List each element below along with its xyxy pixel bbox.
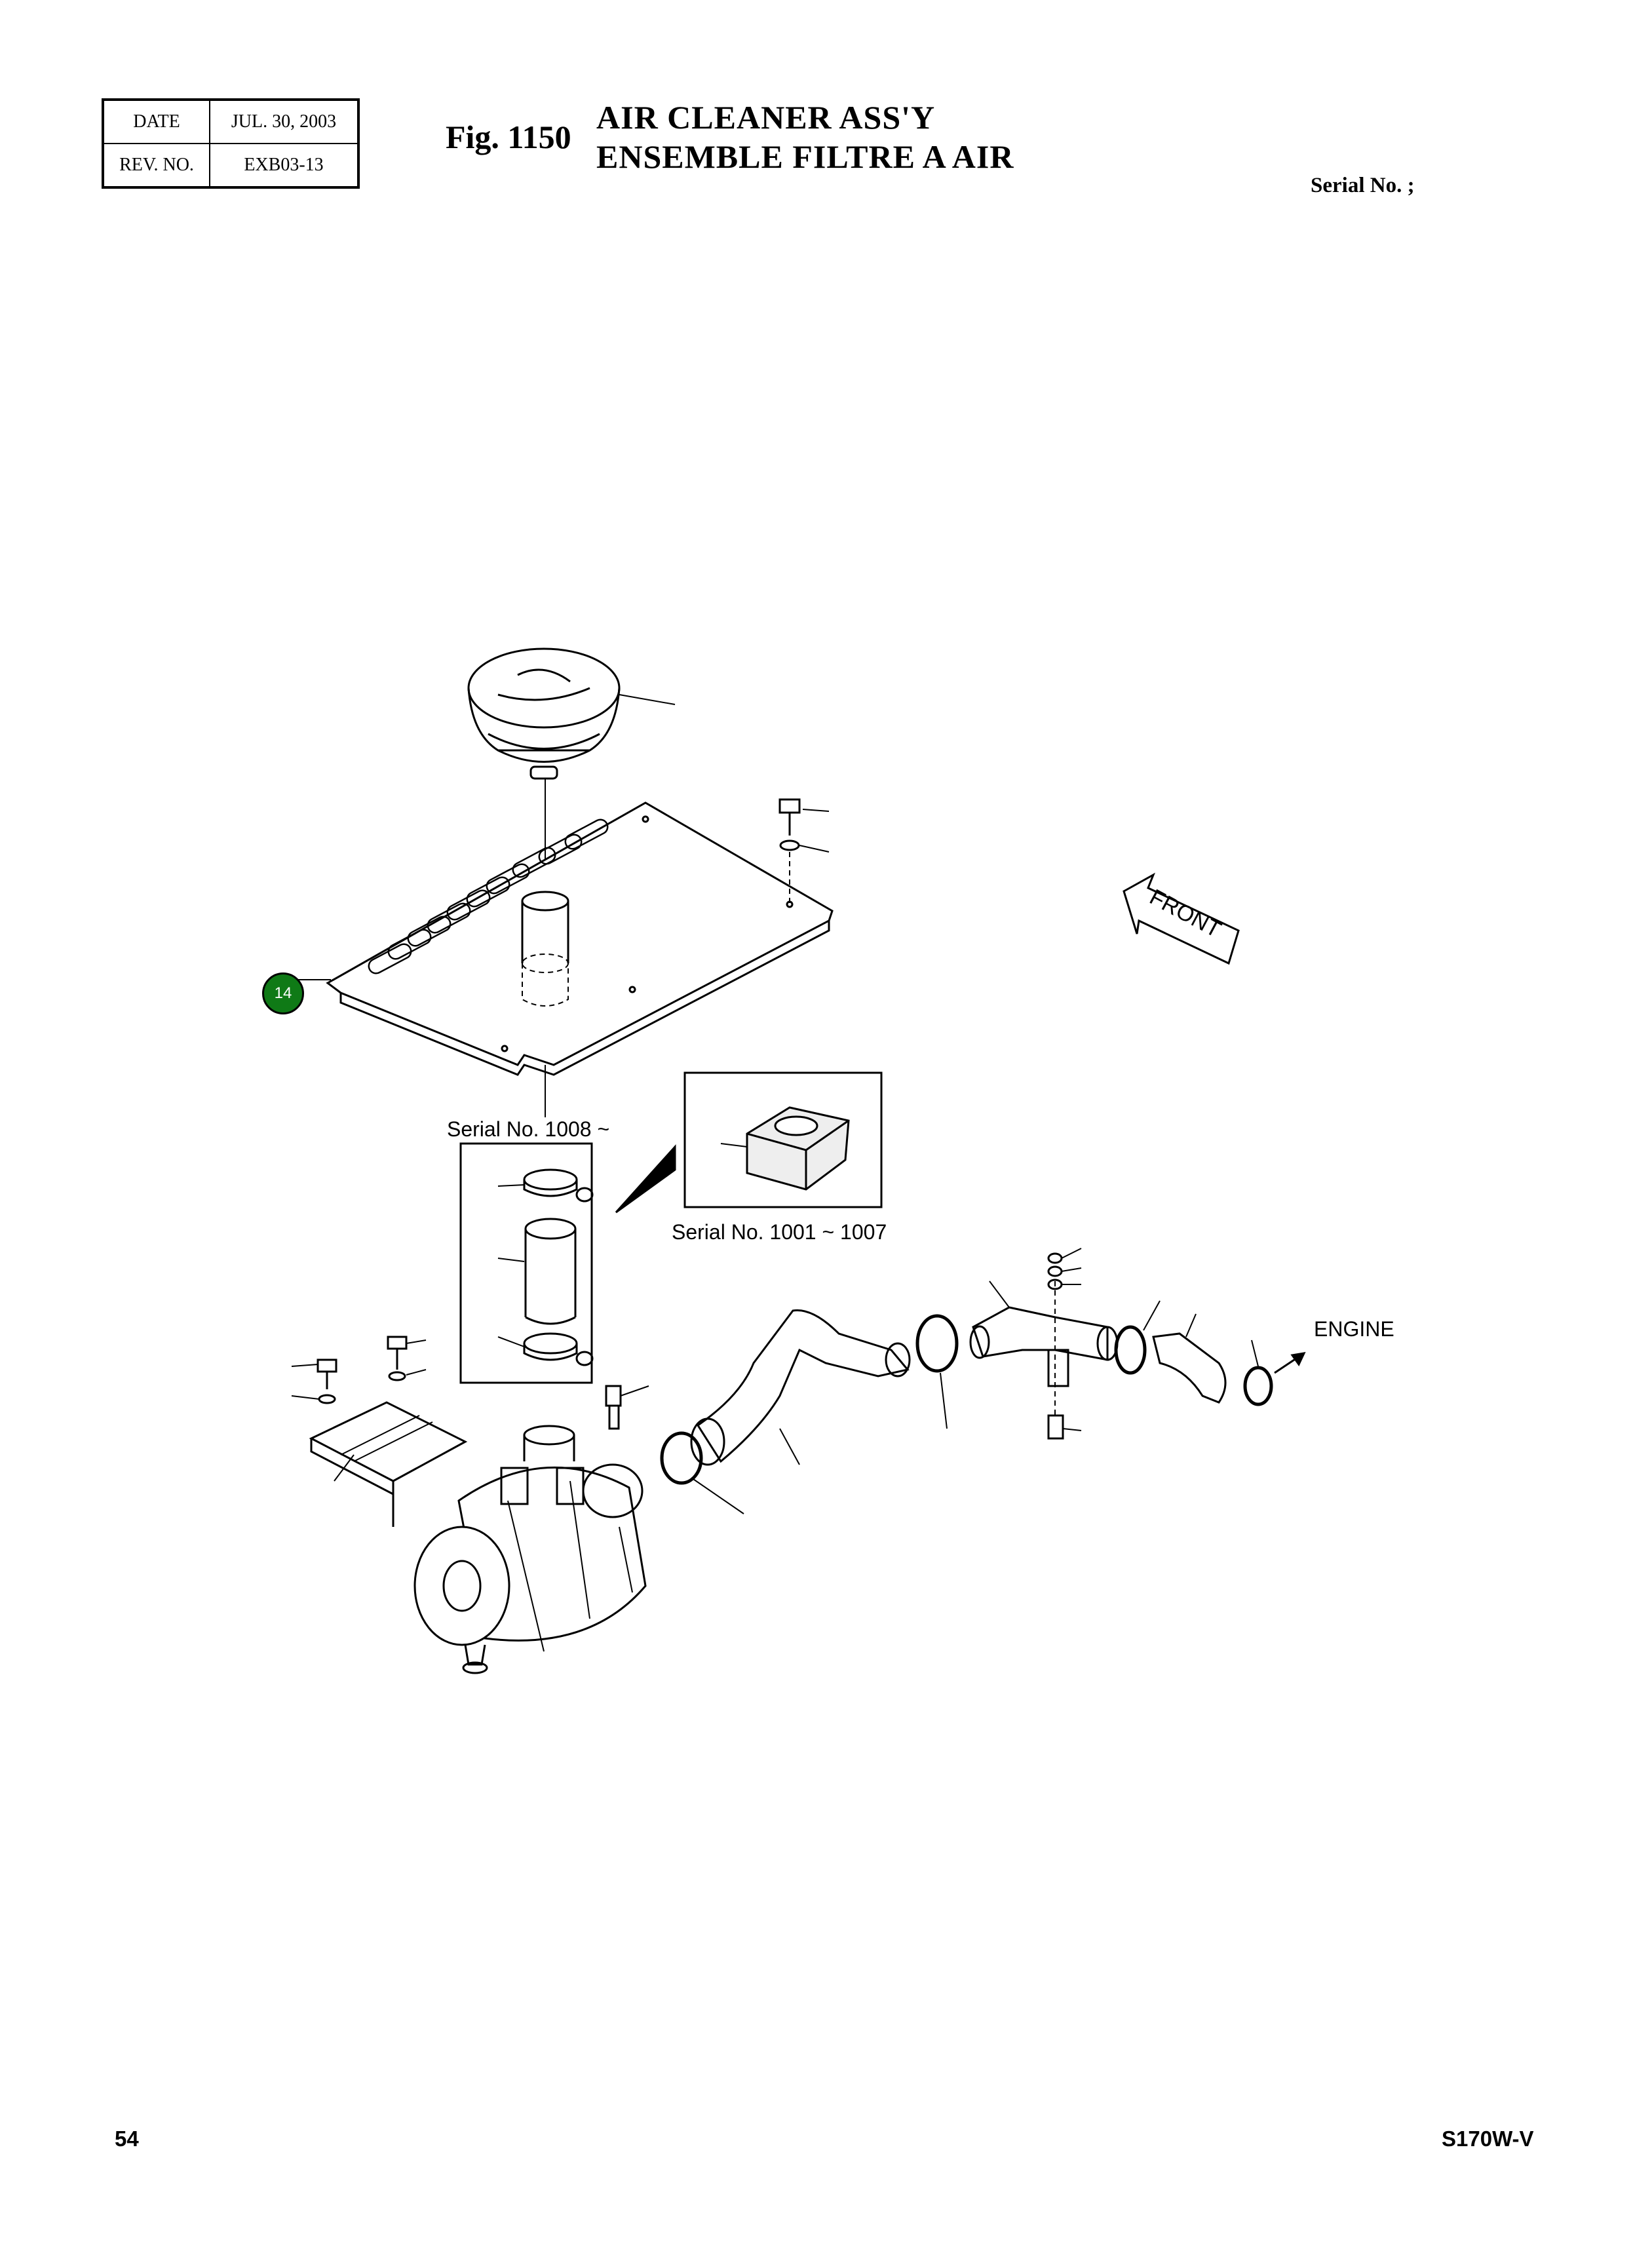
engine-label: ENGINE [1314, 1317, 1394, 1341]
air-cleaner-body [413, 1425, 647, 1674]
rev-value: EXB03-13 [209, 143, 359, 188]
serial-number-label: Serial No. ; [1311, 174, 1415, 197]
foam-block [720, 1106, 850, 1191]
restriction-indicator [605, 1385, 649, 1430]
hose-clamp [915, 1314, 959, 1429]
model-name: S170W-V [1442, 2127, 1534, 2151]
date-label: DATE [102, 99, 210, 144]
elbow-pipe [969, 1248, 1119, 1440]
revision-table: DATE JUL. 30, 2003 REV. NO. EXB03-13 [102, 98, 360, 189]
serial-range-1001-1007: Serial No. 1001 ~ 1007 [672, 1220, 887, 1244]
end-hose [1114, 1300, 1306, 1406]
hose-with-clamps [497, 1168, 594, 1366]
figure-number: Fig. 1150 [446, 119, 571, 155]
rev-label: REV. NO. [102, 143, 210, 188]
serial-range-1008: Serial No. 1008 ~ [447, 1117, 610, 1141]
cover-plate [326, 801, 834, 1076]
title-english: AIR CLEANER ASS'Y [596, 99, 936, 136]
bolt-and-washer [778, 798, 830, 904]
front-arrow [1123, 872, 1240, 965]
intake-hose [660, 1309, 911, 1514]
air-cleaner-cap [467, 647, 676, 780]
mounting-bracket [291, 1336, 468, 1527]
title-french: ENSEMBLE FILTRE A AIR [596, 138, 1014, 175]
callout-14[interactable]: 14 [262, 972, 304, 1014]
date-value: JUL. 30, 2003 [209, 99, 359, 144]
page-number: 54 [115, 2127, 139, 2151]
